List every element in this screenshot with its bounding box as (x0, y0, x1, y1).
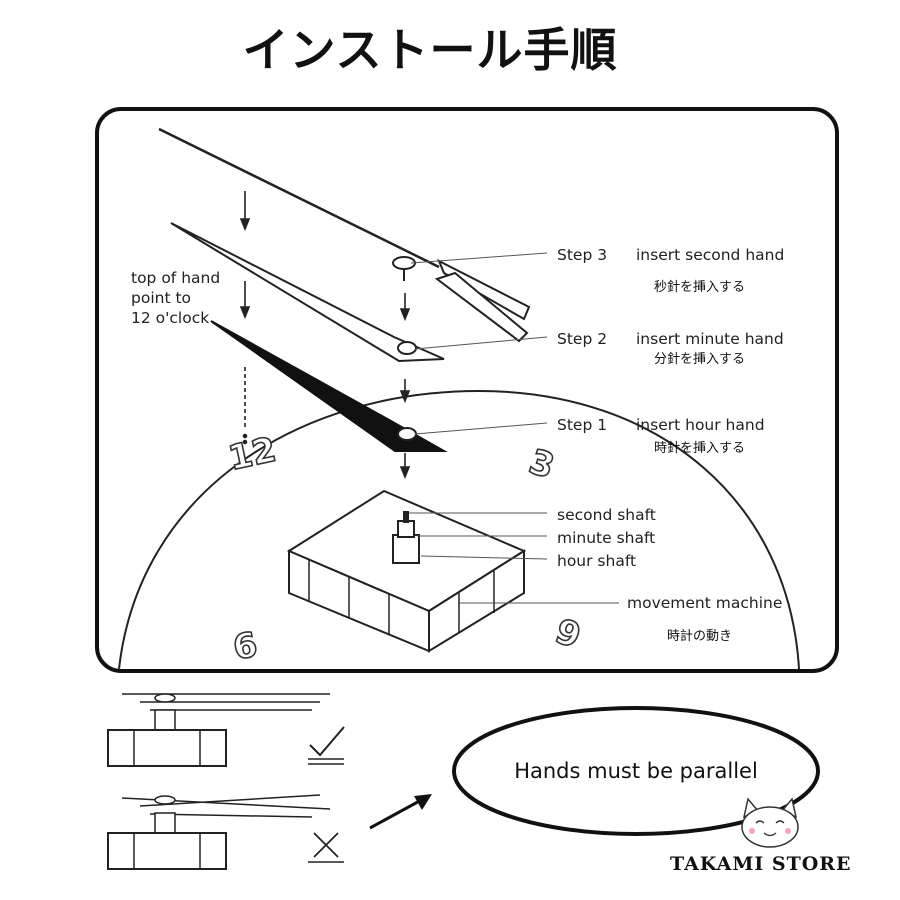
parallel-note: Hands must be parallel (514, 759, 758, 783)
wrong-not-parallel-illustration (107, 794, 331, 870)
check-mark-icon (308, 726, 345, 765)
second-hand (158, 127, 531, 343)
page-title: インストール手順 (242, 23, 618, 77)
parallel-check-section: Hands must be parallel TAKAMI STORE (107, 693, 852, 875)
step-3-number: Step 3 (557, 246, 607, 264)
step-2-text: insert minute hand (636, 330, 784, 348)
minute-hand (170, 222, 445, 363)
dial-number-3: 3 (524, 442, 559, 487)
guide-arrows (239, 191, 411, 480)
dial-number-6: 6 (551, 609, 587, 655)
step-1-text: insert hour hand (636, 416, 765, 434)
clock-face-outline (118, 389, 800, 669)
dial-number-9: 9 (230, 622, 260, 666)
hour-shaft-label: hour shaft (557, 552, 636, 570)
step-3-text: insert second hand (636, 246, 784, 264)
step-1-number: Step 1 (557, 416, 607, 434)
pointer-arrow-icon (369, 794, 432, 830)
brand-name: TAKAMI STORE (670, 853, 852, 875)
correct-parallel-illustration (107, 693, 330, 767)
hour-hand (210, 320, 448, 452)
leader-lines (409, 252, 619, 604)
step-1-japanese: 時針を挿入する (654, 441, 745, 456)
installation-diagram: 12 3 9 6 (118, 127, 800, 669)
movement-japanese: 時計の動き (667, 628, 732, 644)
movement-label: movement machine (627, 594, 782, 612)
minute-shaft-label: minute shaft (557, 529, 655, 547)
installation-diagram-panel: 12 3 9 6 (95, 107, 839, 673)
top-label-line-1: top of hand (131, 269, 220, 287)
step-3-japanese: 秒針を挿入する (654, 280, 745, 295)
note-oval (452, 706, 820, 836)
dial-number-12: 12 (225, 430, 280, 479)
top-label-line-3: 12 o'clock (131, 309, 209, 327)
movement-box (286, 489, 527, 653)
step-2-japanese: 分針を挿入する (654, 352, 745, 367)
cross-mark-icon (308, 832, 344, 863)
top-label-line-2: point to (131, 289, 191, 307)
step-2-number: Step 2 (557, 330, 607, 348)
cat-face-icon (741, 797, 799, 848)
second-shaft-label: second shaft (557, 506, 656, 524)
